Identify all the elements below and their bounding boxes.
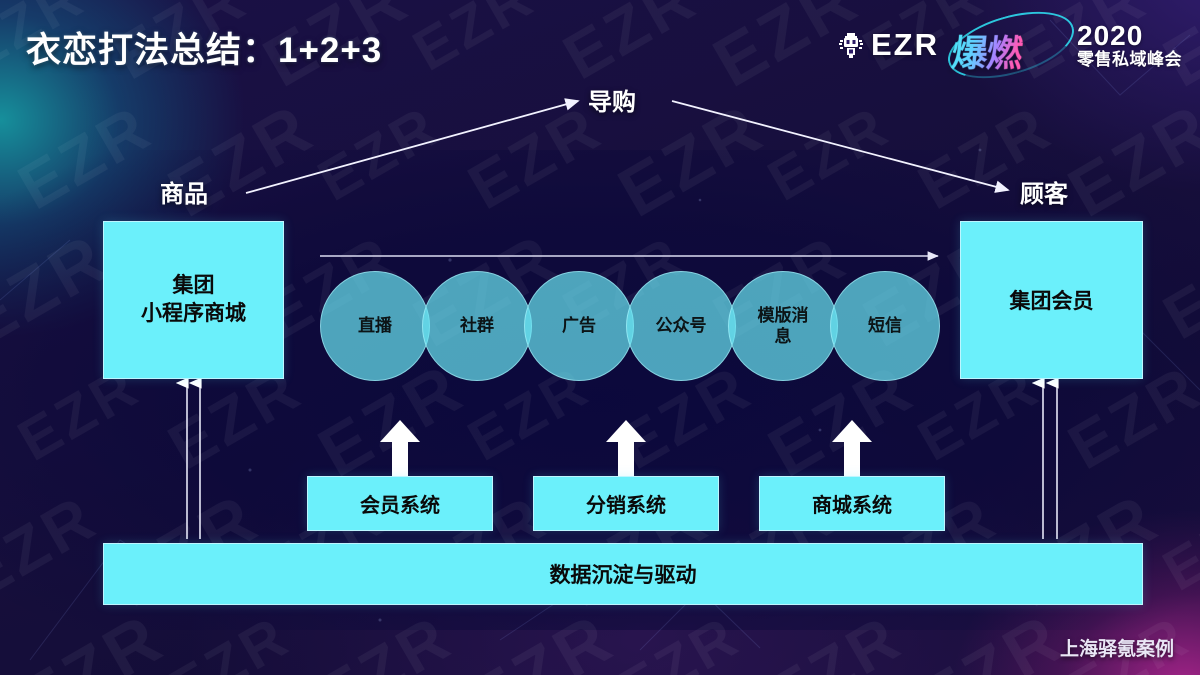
summit-name: 零售私域峰会 (1077, 50, 1182, 69)
campaign-logo: 爆燃 (940, 0, 1082, 91)
system-card-label-2: 分销系统 (586, 495, 666, 517)
brand-wordmark: EZR (871, 27, 939, 62)
ezr-watermark: EZR (0, 480, 109, 614)
ezr-watermark: EZR (402, 0, 546, 84)
channel-circle-5[interactable]: 模版消息 (728, 271, 838, 381)
channel-circle-3[interactable]: 广告 (524, 271, 634, 381)
left-box-line2: 小程序商城 (141, 302, 246, 325)
right-entity-box[interactable]: 集团会员 (960, 221, 1143, 379)
apex-label-right: 顾客 (1020, 181, 1068, 208)
ezr-watermark: EZR (551, 0, 709, 94)
system-card-1[interactable]: 会员系统 (307, 476, 493, 531)
page-title: 衣恋打法总结：1+2+3 (26, 31, 383, 70)
ezr-spider-icon (839, 33, 863, 58)
channel-circle-4[interactable]: 公众号 (626, 271, 736, 381)
system-card-label-3: 商城系统 (812, 495, 892, 517)
right-box-label: 集团会员 (1009, 290, 1094, 313)
channel-circle-6[interactable]: 短信 (830, 271, 940, 381)
channel-circle-label-4: 公众号 (655, 316, 707, 336)
apex-label-left: 商品 (160, 181, 208, 208)
ezr-watermark: EZR (607, 603, 751, 675)
channel-circle-label-5: 模版消息 (757, 305, 809, 346)
ezr-watermark: EZR (1055, 88, 1200, 232)
ezr-watermark: EZR (1151, 220, 1200, 354)
left-box-line1: 集团 (172, 273, 215, 297)
channel-circle-group: 直播 社群 广告 公众号 模版消息 短信 (320, 271, 944, 381)
system-card-label-1: 会员系统 (360, 495, 440, 517)
ezr-watermark: EZR (306, 600, 464, 675)
campaign-text: 爆燃 (949, 25, 1024, 77)
ezr-watermark: EZR (1152, 483, 1200, 604)
ezr-watermark: EZR (757, 93, 901, 214)
up-arrow-icon-2 (606, 420, 646, 476)
ezr-watermark: EZR (756, 600, 914, 675)
branding-bar: EZR 爆燃 2020 零售私域峰会 (838, 0, 1182, 91)
up-arrow-icon-1 (380, 420, 420, 476)
ezr-watermark: EZR (455, 598, 627, 675)
ezr-watermark: EZR (5, 598, 177, 675)
channel-circle-label-6: 短信 (868, 316, 902, 336)
ezr-logo: EZR (838, 27, 939, 63)
ezr-watermark: EZR (157, 603, 301, 675)
summit-year: 2020 (1077, 20, 1144, 51)
foundation-bar[interactable]: 数据沉淀与驱动 (103, 543, 1143, 605)
foundation-label: 数据沉淀与驱动 (549, 564, 697, 587)
footer-note: 上海驿氪案例 (1059, 639, 1174, 660)
channel-circle-1[interactable]: 直播 (320, 271, 430, 381)
ezr-watermark: EZR (6, 90, 164, 224)
system-card-3[interactable]: 商城系统 (759, 476, 945, 531)
ezr-watermark: EZR (905, 598, 1077, 675)
system-card-2[interactable]: 分销系统 (533, 476, 719, 531)
channel-circle-2[interactable]: 社群 (422, 271, 532, 381)
channel-circle-label-2: 社群 (460, 316, 494, 336)
up-arrow-icon-3 (832, 420, 872, 476)
summit-title: 2020 零售私域峰会 (1077, 20, 1182, 69)
ezr-watermark: EZR (155, 88, 327, 232)
ezr-watermark: EZR (307, 93, 451, 214)
left-entity-box[interactable]: 集团 小程序商城 (103, 221, 284, 379)
channel-circle-label-3: 广告 (562, 316, 596, 336)
apex-label-top: 导购 (588, 89, 636, 116)
channel-circle-label-1: 直播 (358, 316, 392, 336)
